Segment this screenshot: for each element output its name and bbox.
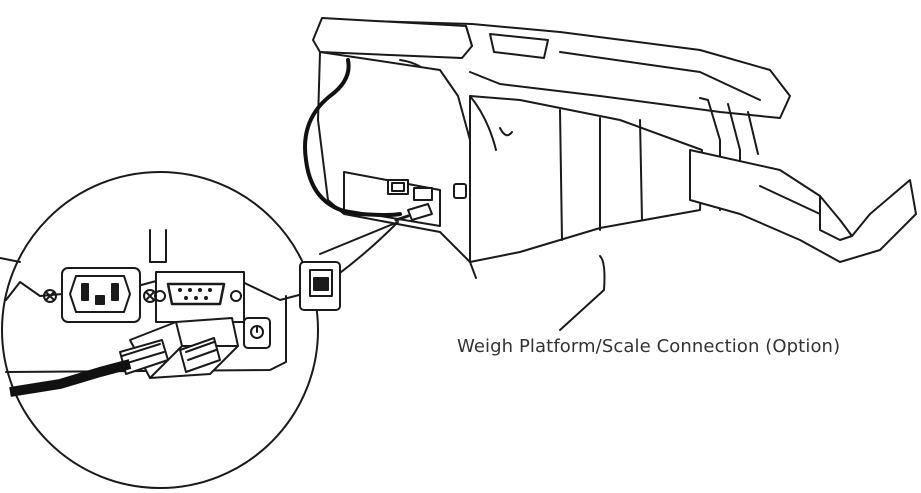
- magnified-detail: [1, 171, 341, 489]
- cable-plug-icon: [119, 317, 239, 379]
- rj-phone-jack-icon: [299, 261, 341, 311]
- scale-cable: [9, 359, 132, 397]
- figure-caption: Weigh Platform/Scale Connection (Option): [457, 336, 841, 357]
- power-socket-icon: [43, 267, 157, 323]
- machine-cable: [303, 58, 402, 217]
- serial-port-icon: [154, 271, 245, 323]
- mailing-machine-illustration: [303, 17, 917, 331]
